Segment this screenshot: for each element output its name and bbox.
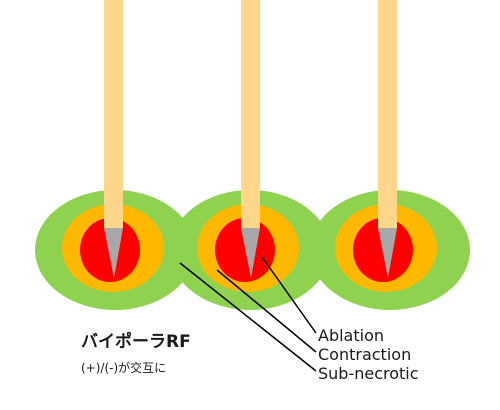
ablation-label: Ablation (318, 326, 384, 345)
electrode-needles (104, 0, 397, 278)
diagram-subtitle: (+)/(-)が交互に (81, 360, 166, 375)
leader-lines (179, 256, 317, 372)
needle-shaft-center (241, 0, 260, 228)
needle-shaft-right (378, 0, 397, 228)
needle-shaft-left (104, 0, 123, 228)
electrode-needle-center (241, 0, 260, 278)
diagram-title: バイポーラRF (81, 331, 191, 352)
contraction-label: Contraction (318, 345, 411, 364)
needle-tip-left (104, 228, 123, 278)
electrode-needle-left (104, 0, 123, 278)
electrode-needle-right (378, 0, 397, 278)
ablation-zone-center (215, 218, 275, 282)
leader-line-sub-necrotic (179, 262, 317, 372)
sub-necrotic-label: Sub-necrotic (318, 364, 419, 383)
leader-line-ablation (261, 256, 317, 334)
needle-tip-center (241, 228, 260, 278)
leader-line-contraction (216, 269, 317, 353)
needle-tip-right (378, 228, 397, 278)
